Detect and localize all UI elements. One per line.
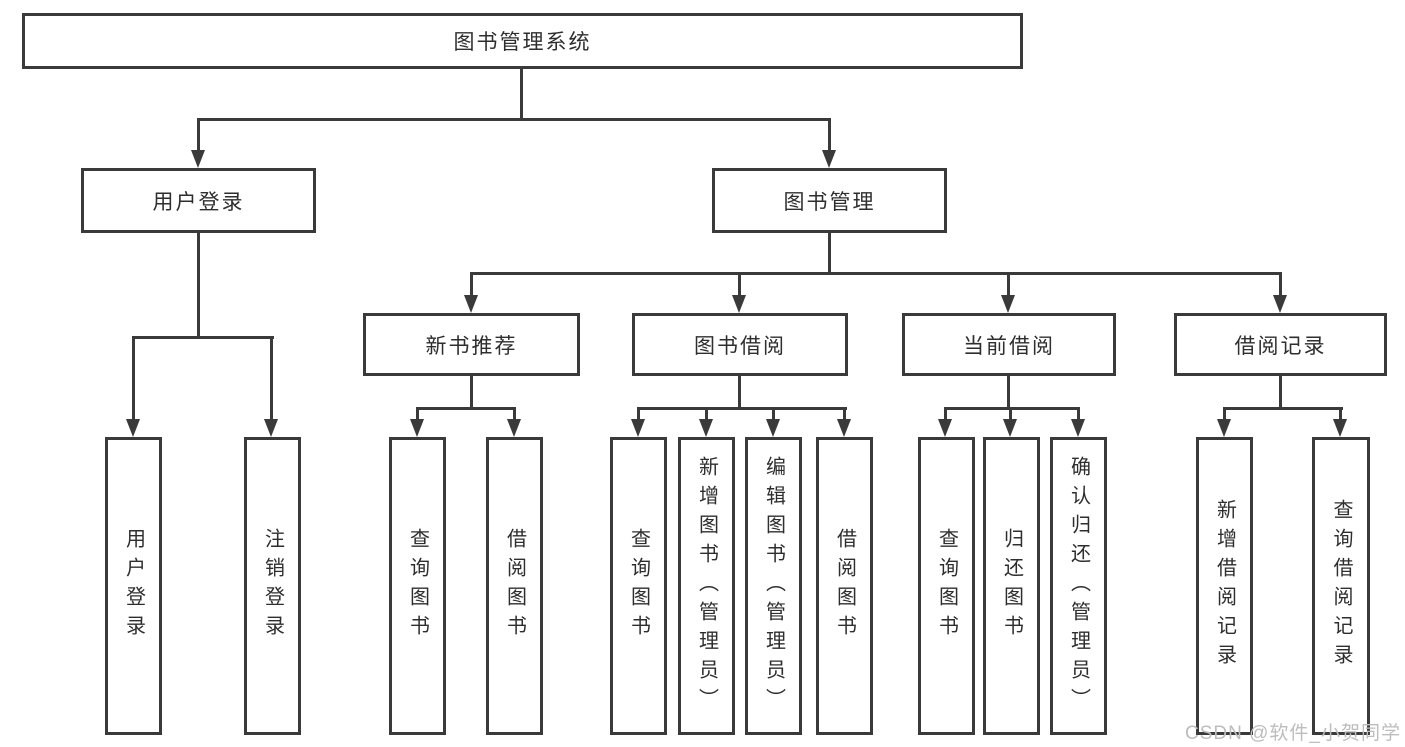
node-label: 注销登录 — [261, 528, 284, 644]
connector-line — [270, 336, 273, 423]
node-new-book-recommend: 新书推荐 — [363, 313, 580, 376]
connector-line — [470, 272, 1282, 275]
node-label: 图书借阅 — [694, 334, 786, 358]
node-leaf-add-books-admin: 新增图书（管理员） — [678, 437, 735, 735]
connector-line — [705, 407, 708, 423]
csdn-watermark: CSDN @软件_小贺同学 — [1185, 723, 1401, 744]
connector-line — [944, 407, 1080, 410]
connector-line — [470, 272, 473, 299]
connector-line — [197, 118, 831, 121]
connector-line — [828, 118, 831, 154]
node-leaf-borrow-books-recommend: 借阅图书 — [486, 437, 543, 735]
arrowhead-down-icon — [1217, 419, 1231, 437]
arrowhead-down-icon — [631, 419, 645, 437]
node-leaf-query-books-current: 查询图书 — [918, 437, 975, 735]
node-label: 当前借阅 — [963, 334, 1055, 358]
connector-line — [1223, 407, 1343, 410]
node-leaf-return-books: 归还图书 — [983, 437, 1040, 735]
arrowhead-down-icon — [837, 419, 851, 437]
node-label: 借阅记录 — [1234, 334, 1327, 358]
node-label: 新增图书（管理员） — [695, 455, 718, 717]
node-user-login: 用户登录 — [81, 168, 316, 233]
connector-line — [1223, 407, 1226, 423]
node-leaf-add-borrow-record: 新增借阅记录 — [1196, 437, 1253, 735]
arrowhead-down-icon — [126, 419, 140, 437]
node-label: 图书管理 — [783, 190, 876, 214]
node-leaf-query-books-recommend: 查询图书 — [389, 437, 446, 735]
arrowhead-down-icon — [264, 419, 278, 437]
node-label: 查询借阅记录 — [1330, 499, 1352, 673]
connector-line — [416, 407, 516, 410]
node-label: 借阅图书 — [833, 528, 856, 644]
connector-line — [944, 407, 947, 423]
node-label: 新增借阅记录 — [1213, 499, 1236, 673]
arrowhead-down-icon — [507, 419, 521, 437]
node-label: 查询图书 — [406, 528, 429, 644]
connector-line — [197, 233, 200, 336]
arrowhead-down-icon — [938, 419, 952, 437]
arrowhead-down-icon — [1273, 295, 1287, 313]
connector-line — [416, 407, 419, 423]
arrowhead-down-icon — [1333, 419, 1347, 437]
node-label: 归还图书 — [1000, 528, 1023, 644]
connector-line — [132, 336, 274, 339]
node-label: 查询图书 — [935, 528, 958, 644]
node-book-borrow: 图书借阅 — [632, 313, 848, 376]
node-leaf-edit-books-admin: 编辑图书（管理员） — [745, 437, 802, 735]
node-leaf-user-login: 用户登录 — [105, 437, 162, 735]
connector-line — [1279, 376, 1282, 407]
arrowhead-down-icon — [1001, 295, 1015, 313]
connector-line — [772, 407, 775, 423]
node-label: 编辑图书（管理员） — [762, 455, 785, 717]
node-label: 新书推荐 — [425, 334, 518, 358]
node-leaf-logout: 注销登录 — [244, 437, 301, 735]
node-label: 用户登录 — [152, 190, 245, 214]
connector-line — [197, 118, 200, 154]
node-label: 查询图书 — [627, 528, 650, 644]
connector-line — [637, 407, 640, 423]
connector-line — [470, 376, 473, 407]
node-borrow-records: 借阅记录 — [1174, 313, 1387, 376]
arrowhead-down-icon — [191, 150, 205, 168]
arrowhead-down-icon — [410, 419, 424, 437]
arrowhead-down-icon — [822, 150, 836, 168]
connector-line — [513, 407, 516, 423]
connector-line — [738, 272, 741, 299]
node-leaf-borrow-books: 借阅图书 — [816, 437, 873, 735]
connector-line — [1077, 407, 1080, 423]
connector-line — [1007, 272, 1010, 299]
connector-line — [1009, 407, 1012, 423]
connector-line — [738, 376, 741, 407]
node-label: 确认归还（管理员） — [1067, 455, 1090, 717]
connector-line — [843, 407, 846, 423]
connector-line — [637, 407, 847, 410]
arrowhead-down-icon — [766, 419, 780, 437]
connector-line — [132, 336, 135, 423]
arrowhead-down-icon — [1071, 419, 1085, 437]
node-root-label: 图书管理系统 — [453, 31, 592, 54]
node-current-borrow: 当前借阅 — [902, 313, 1116, 376]
arrowhead-down-icon — [732, 295, 746, 313]
node-label: 用户登录 — [122, 528, 145, 644]
connector-line — [828, 233, 831, 272]
arrowhead-down-icon — [699, 419, 713, 437]
node-leaf-query-books-borrow: 查询图书 — [610, 437, 667, 735]
connector-line — [520, 69, 523, 118]
node-label: 借阅图书 — [503, 528, 526, 644]
connector-line — [1339, 407, 1342, 423]
connector-line — [1279, 272, 1282, 299]
arrowhead-down-icon — [1003, 419, 1017, 437]
node-leaf-query-borrow-record: 查询借阅记录 — [1312, 437, 1370, 735]
arrowhead-down-icon — [464, 295, 478, 313]
connector-line — [1007, 376, 1010, 407]
node-book-management: 图书管理 — [712, 168, 947, 233]
node-root: 图书管理系统 — [22, 13, 1023, 69]
node-leaf-confirm-return-admin: 确认归还（管理员） — [1050, 437, 1107, 735]
